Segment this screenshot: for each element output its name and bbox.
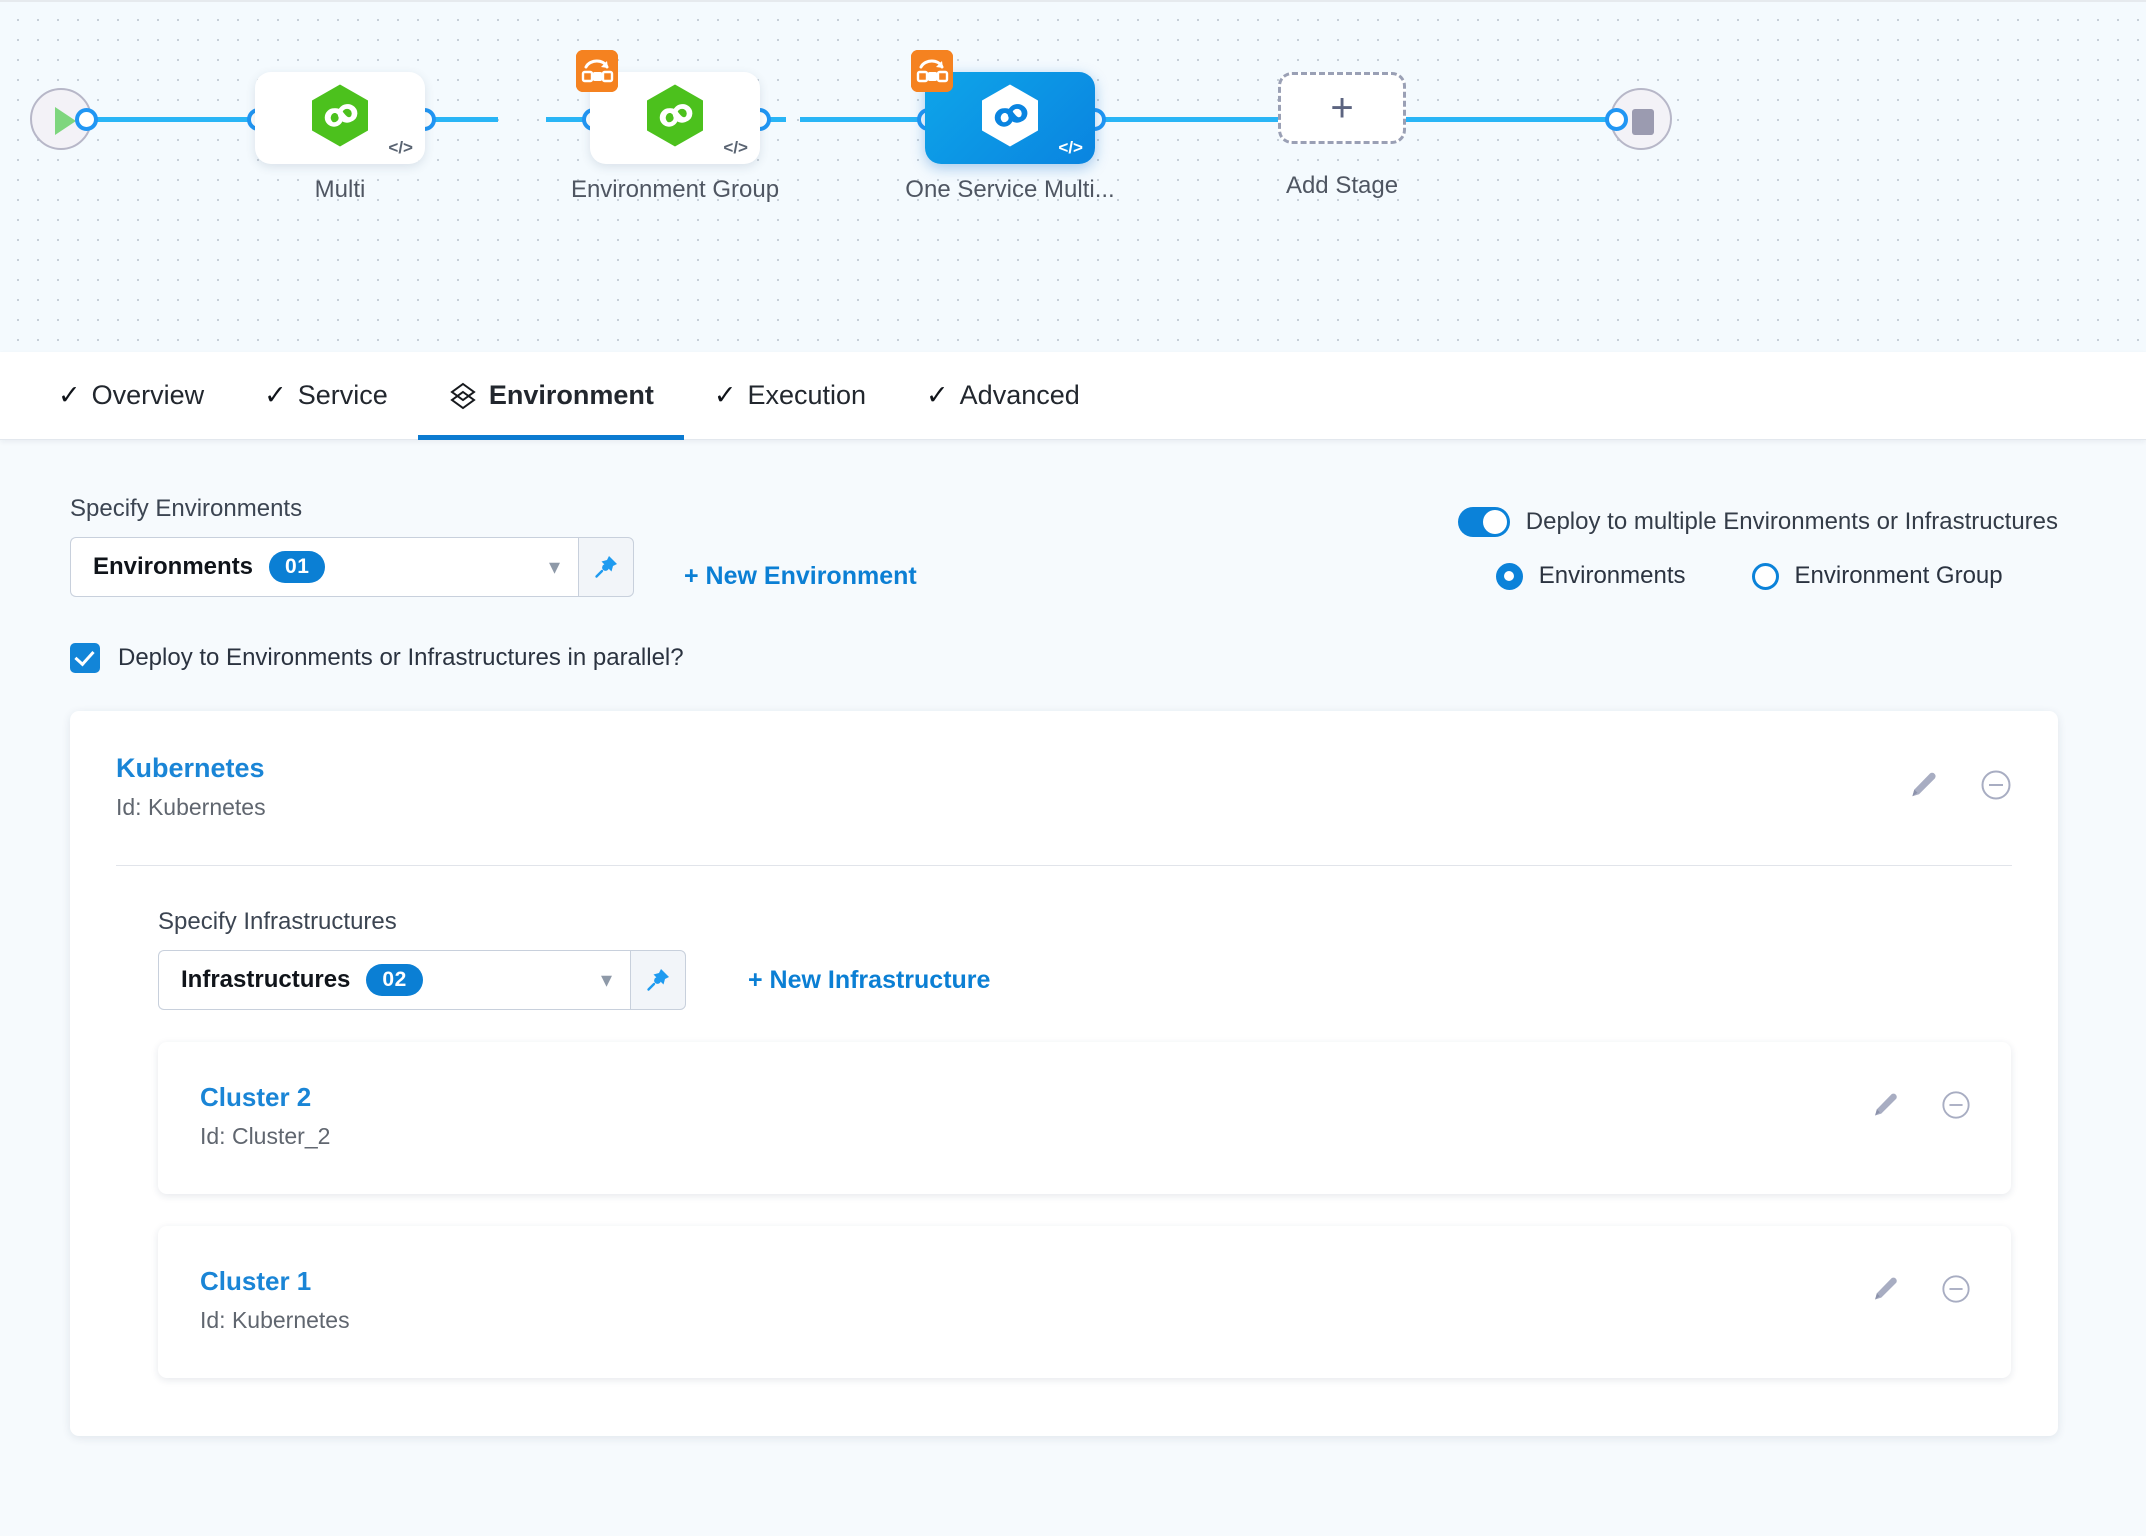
minus-circle-icon[interactable]: [1941, 1274, 1971, 1304]
add-stage-button[interactable]: +: [1278, 72, 1406, 144]
chevron-down-icon: ▾: [548, 554, 560, 579]
radio-environment-group[interactable]: [1751, 562, 1779, 590]
stage-tabbar: ✓ Overview ✓ Service Environment ✓ Execu…: [0, 352, 2146, 440]
tab-active-indicator: [417, 434, 684, 440]
pipeline-canvas[interactable]: </> Multi </> Environment Gro: [0, 0, 2146, 352]
pencil-icon[interactable]: [1871, 1091, 1899, 1119]
infrastructures-select-value: Infrastructures: [181, 966, 351, 993]
check-icon: ✓: [58, 380, 81, 410]
port-end[interactable]: [1605, 108, 1628, 131]
check-icon: ✓: [713, 380, 737, 410]
infrastructure-name-link[interactable]: Cluster 2: [200, 1082, 312, 1112]
environment-panel: Specify Environments Environments 01 ▾: [0, 440, 2146, 1436]
environment-card-actions: [1908, 753, 2012, 801]
stage-node-multi[interactable]: </>: [255, 72, 425, 164]
radio-environments[interactable]: [1495, 562, 1523, 590]
deploy-multiple-label: Deploy to multiple Environments or Infra…: [1525, 508, 2058, 535]
check-icon: ✓: [264, 380, 287, 410]
environments-count-badge: 01: [269, 551, 326, 583]
check-icon: ✓: [926, 380, 949, 410]
deploy-options-group: Deploy to multiple Environments or Infra…: [1457, 495, 2058, 597]
harness-hex-icon: [311, 84, 369, 153]
infrastructure-actions: [1871, 1082, 1971, 1120]
tab-label: Service: [297, 380, 388, 410]
code-icon[interactable]: </>: [723, 138, 748, 157]
layers-icon: [448, 381, 478, 411]
chevron-down-icon: ▾: [600, 967, 612, 992]
new-infrastructure-link[interactable]: + New Infrastructure: [748, 965, 991, 994]
toggle-knob: [1482, 510, 1507, 534]
stage-label-environment-group: Environment Group: [570, 176, 780, 203]
plus-icon: +: [1330, 86, 1354, 130]
infrastructures-select[interactable]: Infrastructures 02 ▾: [158, 950, 630, 1010]
infrastructures-pin-button[interactable]: [630, 950, 686, 1010]
stage-node-one-service-multi[interactable]: </>: [911, 50, 1095, 164]
infrastructures-select-group: Infrastructures 02 ▾: [158, 950, 686, 1010]
stage-label-one-service-multi: One Service Multi...: [905, 176, 1115, 203]
matrix-strategy-icon: [911, 50, 953, 92]
code-icon[interactable]: </>: [388, 138, 413, 157]
environments-select-value: Environments: [93, 553, 254, 580]
minus-circle-icon[interactable]: [1980, 769, 2012, 801]
port-start[interactable]: [75, 108, 98, 131]
parallel-deploy-label: Deploy to Environments or Infrastructure…: [118, 644, 684, 671]
play-icon: [55, 107, 76, 135]
radio-environment-group-label: Environment Group: [1794, 562, 2003, 589]
environment-id-text: Id: Kubernetes: [116, 794, 266, 820]
environment-name-link[interactable]: Kubernetes: [116, 753, 265, 783]
tab-label: Advanced: [959, 380, 1080, 410]
stop-icon: [1632, 109, 1654, 135]
tab-service[interactable]: ✓ Service: [234, 352, 418, 440]
minus-circle-icon[interactable]: [1941, 1090, 1971, 1120]
new-environment-link[interactable]: + New Environment: [684, 561, 917, 590]
infrastructure-actions: [1871, 1266, 1971, 1304]
parallel-deploy-row: Deploy to Environments or Infrastructure…: [0, 597, 2146, 673]
infrastructure-name-link[interactable]: Cluster 1: [200, 1266, 312, 1296]
pipeline-connector: [66, 117, 266, 122]
pencil-icon[interactable]: [1908, 770, 1938, 800]
specify-environments-group: Specify Environments Environments 01 ▾: [70, 495, 917, 597]
harness-hex-icon: [981, 84, 1039, 153]
pin-icon: [593, 554, 619, 580]
environments-pin-button[interactable]: [578, 537, 634, 597]
environments-select[interactable]: Environments 01 ▾: [70, 537, 578, 597]
stage-node-environment-group[interactable]: </>: [576, 50, 760, 164]
code-icon[interactable]: </>: [1058, 138, 1083, 157]
stage-label-multi: Multi: [314, 176, 366, 203]
infrastructure-id-text: Id: Cluster_2: [200, 1123, 331, 1149]
harness-hex-icon: [646, 84, 704, 153]
environments-controls-row: Specify Environments Environments 01 ▾: [0, 440, 2146, 597]
pencil-icon[interactable]: [1871, 1275, 1899, 1303]
environment-card-header: Kubernetes Id: Kubernetes: [116, 753, 2012, 821]
tab-execution[interactable]: ✓ Execution: [684, 352, 896, 440]
specify-infrastructures-label: Specify Infrastructures: [158, 908, 397, 935]
infrastructures-select-row: Infrastructures 02 ▾: [158, 950, 2012, 1010]
environments-select-group: Environments 01 ▾: [70, 537, 634, 597]
pin-icon: [645, 967, 671, 993]
tab-environment[interactable]: Environment: [417, 352, 684, 440]
add-stage-label: Add Stage: [1285, 172, 1399, 199]
environment-card: Kubernetes Id: Kubernetes: [70, 711, 2058, 1436]
deploy-multiple-toggle[interactable]: [1457, 507, 1510, 537]
tab-overview[interactable]: ✓ Overview: [28, 352, 234, 440]
infrastructure-id-text: Id: Kubernetes: [200, 1307, 350, 1333]
infrastructure-row[interactable]: Cluster 2 Id: Cluster_2: [158, 1042, 2011, 1194]
matrix-strategy-icon: [576, 50, 618, 92]
tab-label: Execution: [747, 380, 867, 410]
deploy-multiple-toggle-row: Deploy to multiple Environments or Infra…: [1457, 507, 2058, 537]
deploy-scope-radios: Environments Environment Group: [1458, 562, 2058, 590]
parallel-deploy-checkbox[interactable]: [70, 643, 100, 673]
radio-environments-label: Environments: [1538, 562, 1686, 589]
tab-label: Environment: [488, 380, 654, 410]
infrastructures-section: Specify Infrastructures Infrastructures …: [116, 866, 2012, 1378]
infrastructure-row[interactable]: Cluster 1 Id: Kubernetes: [158, 1226, 2011, 1378]
infrastructures-count-badge: 02: [366, 964, 423, 996]
divider: [116, 865, 2012, 866]
tab-advanced[interactable]: ✓ Advanced: [896, 352, 1110, 440]
specify-environments-label: Specify Environments: [70, 495, 303, 522]
tab-label: Overview: [91, 380, 205, 410]
